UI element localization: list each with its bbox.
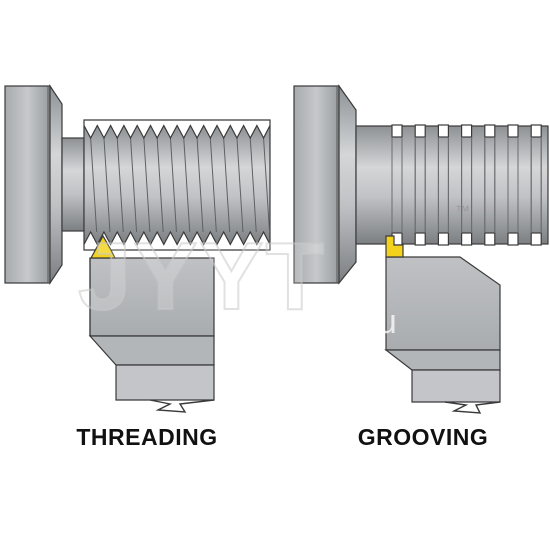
groove-top bbox=[484, 124, 496, 138]
groove-top bbox=[414, 124, 426, 138]
grooved-bolt-icon bbox=[293, 84, 549, 285]
cutting-insert-icon bbox=[89, 234, 116, 259]
threaded-bolt-icon bbox=[4, 84, 271, 285]
lathe-tool-holder-icon bbox=[88, 257, 215, 413]
groove-top bbox=[437, 124, 449, 138]
thread-top-profile bbox=[83, 119, 271, 140]
thread-flank-line bbox=[143, 137, 151, 233]
thread-flank-line bbox=[236, 137, 244, 233]
thread-flank-line bbox=[196, 137, 204, 233]
thread-flank-line bbox=[130, 137, 138, 233]
groove-top bbox=[461, 124, 473, 138]
thread-flank-line bbox=[183, 137, 191, 233]
groove-top bbox=[391, 124, 403, 138]
watermark-brand: JYYT bbox=[77, 222, 327, 331]
thread-flank-line bbox=[209, 137, 217, 233]
threading-label: THREADING bbox=[76, 424, 218, 450]
groove-top bbox=[507, 124, 519, 138]
thread-flank-line bbox=[156, 137, 164, 233]
thread-bottom-profile bbox=[83, 230, 271, 251]
groove-bottom bbox=[461, 232, 473, 246]
groove-top bbox=[530, 124, 542, 138]
thread-flank-line bbox=[103, 137, 111, 233]
thread-flank-line bbox=[249, 137, 257, 233]
grooving-label: GROOVING bbox=[357, 424, 489, 450]
trademark-symbol: ™ bbox=[455, 203, 470, 220]
groove-bottom bbox=[507, 232, 519, 246]
thread-flank-line bbox=[169, 137, 177, 233]
thread-flank-line bbox=[116, 137, 124, 233]
groove-bottom bbox=[414, 232, 426, 246]
groove-bottom bbox=[530, 232, 542, 246]
groove-cuts bbox=[391, 124, 542, 246]
thread-flank-line bbox=[223, 137, 231, 233]
lathe-tool-holder-icon bbox=[384, 256, 501, 414]
watermark-latin: JiaYou bbox=[296, 303, 397, 341]
thread-flank-line bbox=[263, 137, 271, 233]
groove-bottom bbox=[437, 232, 449, 246]
thread-flanks bbox=[90, 137, 271, 233]
cutting-insert-icon bbox=[385, 235, 404, 258]
thread-flank-line bbox=[90, 137, 98, 233]
groove-bottom bbox=[484, 232, 496, 246]
